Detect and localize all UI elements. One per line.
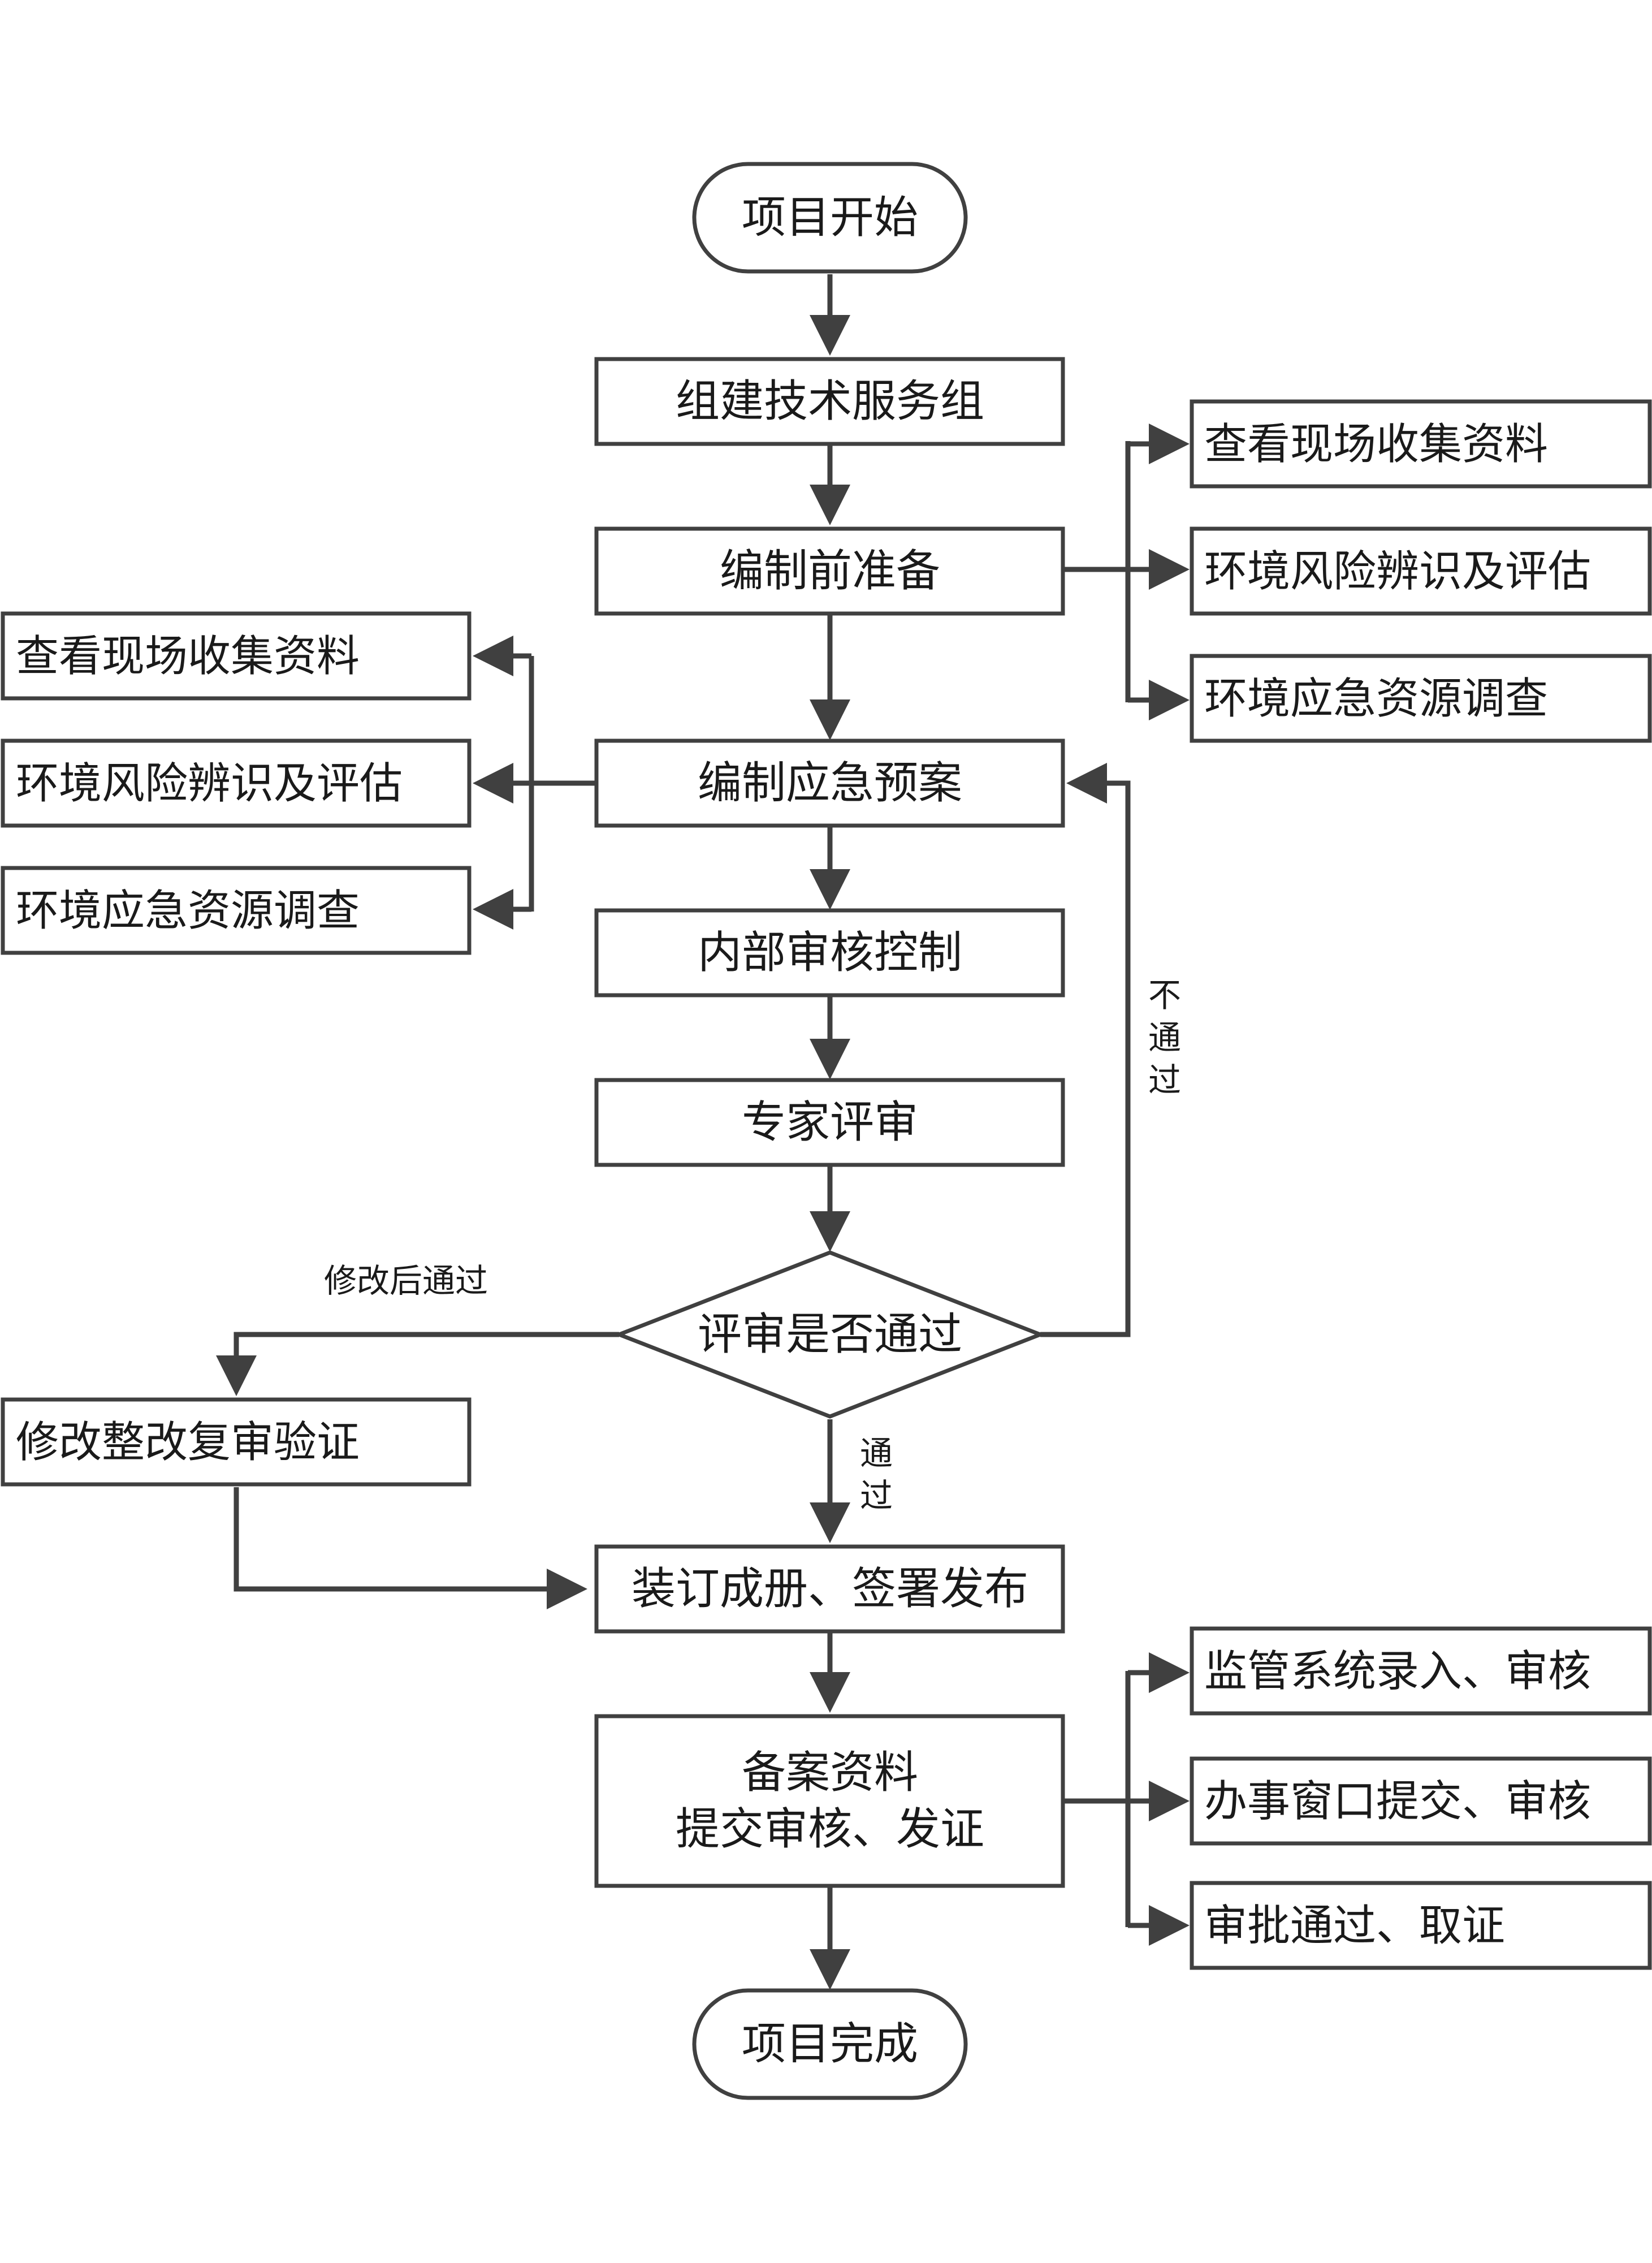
start-node: 项目开始 xyxy=(692,162,968,274)
compile-plan-label: 编制应急预案 xyxy=(698,758,962,809)
filing-node: 备案资料 提交审核、发证 xyxy=(594,1714,1065,1888)
prep-side-node-1: 查看现场收集资料 xyxy=(1190,399,1652,489)
end-label: 项目完成 xyxy=(742,2019,918,2070)
filing-label-line1: 备案资料 xyxy=(742,1747,918,1798)
fail-label-char-3: 过 xyxy=(1148,1061,1181,1099)
compile-side-label-3: 环境应急资源调查 xyxy=(16,886,360,936)
prep-node: 编制前准备 xyxy=(594,526,1065,616)
edge-revise-to-bind xyxy=(233,1487,587,1609)
filing-side-node-1: 监管系统录入、审核 xyxy=(1190,1626,1652,1716)
internal-audit-node: 内部审核控制 xyxy=(594,908,1065,997)
bind-publish-node: 装订成册、签署发布 xyxy=(594,1544,1065,1634)
prep-label: 编制前准备 xyxy=(720,546,940,597)
revise-node: 修改整改复审验证 xyxy=(1,1397,472,1487)
expert-review-node: 专家评审 xyxy=(594,1078,1065,1167)
filing-side-label-1: 监管系统录入、审核 xyxy=(1204,1646,1591,1696)
compile-side-node-2: 环境风险辨识及评估 xyxy=(1,739,472,828)
decision-node: 评审是否通过 xyxy=(613,1250,1046,1419)
filing-side-node-3: 审批通过、取证 xyxy=(1190,1881,1652,1970)
fail-label-char-1: 不 xyxy=(1148,976,1181,1014)
edge-labels: 不 通 过 通 过 修改后通过 xyxy=(324,976,1181,1515)
revise-pass-label: 修改后通过 xyxy=(324,1262,488,1300)
prep-side-node-3: 环境应急资源调查 xyxy=(1190,654,1652,743)
revise-label: 修改整改复审验证 xyxy=(16,1417,360,1467)
expert-review-label: 专家评审 xyxy=(742,1097,918,1148)
compile-side-label-2: 环境风险辨识及评估 xyxy=(16,758,403,809)
filing-side-label-3: 审批通过、取证 xyxy=(1204,1901,1505,1951)
bind-publish-label: 装订成册、签署发布 xyxy=(632,1564,1028,1614)
compile-side-node-3: 环境应急资源调查 xyxy=(1,866,472,955)
fail-label-char-2: 通 xyxy=(1148,1018,1181,1057)
internal-audit-label: 内部审核控制 xyxy=(698,927,962,978)
prep-side-label-3: 环境应急资源调查 xyxy=(1204,673,1548,724)
compile-plan-node: 编制应急预案 xyxy=(594,739,1065,828)
form-team-node: 组建技术服务组 xyxy=(594,357,1065,446)
pass-label-char-1: 通 xyxy=(860,1434,893,1472)
compile-side-node-1: 查看现场收集资料 xyxy=(1,611,472,701)
prep-side-label-2: 环境风险辨识及评估 xyxy=(1204,546,1591,597)
edge-decision-fail-loop xyxy=(1040,763,1131,1337)
prep-side-node-2: 环境风险辨识及评估 xyxy=(1190,526,1652,616)
form-team-label: 组建技术服务组 xyxy=(676,376,984,427)
decision-label: 评审是否通过 xyxy=(698,1309,962,1360)
filing-side-node-2: 办事窗口提交、审核 xyxy=(1190,1756,1652,1846)
edges xyxy=(216,274,1190,1990)
filing-label-line2: 提交审核、发证 xyxy=(676,1804,984,1855)
pass-label-char-2: 过 xyxy=(860,1476,893,1515)
nodes: 项目开始 组建技术服务组 编制前准备 查看现场收集资料 环境风险辨识及评估 环境… xyxy=(1,162,1652,2100)
prep-side-label-1: 查看现场收集资料 xyxy=(1204,419,1548,469)
filing-side-label-2: 办事窗口提交、审核 xyxy=(1204,1776,1591,1826)
end-node: 项目完成 xyxy=(692,1988,968,2100)
compile-side-label-1: 查看现场收集资料 xyxy=(16,631,360,681)
edge-decision-to-revise xyxy=(216,1332,619,1396)
start-label: 项目开始 xyxy=(742,192,918,243)
